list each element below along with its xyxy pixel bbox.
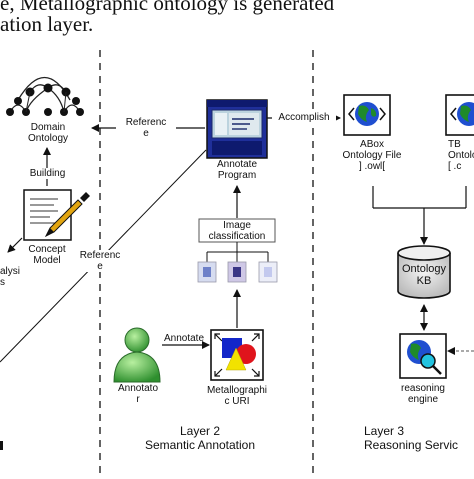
concept-model-label: Concept Model: [28, 244, 66, 266]
caption-line-2: ation layer.: [0, 12, 94, 36]
abox-ontology-file-icon: [343, 94, 391, 136]
annotate-label: Annotate: [163, 333, 205, 344]
reasoning-engine-label: reasoning engine: [401, 383, 445, 405]
reasoning-engine-icon: [399, 333, 447, 379]
metallographic-uri-label: Metallographi c URI: [206, 385, 268, 407]
ontology-kb-label: Ontology KB: [401, 263, 447, 287]
layer-2-title: Layer 2 Semantic Annotation: [144, 424, 256, 452]
analysis-label: alysi s: [0, 266, 21, 288]
annotator-person-icon: [113, 327, 161, 383]
building-edge-label: Building: [20, 168, 75, 179]
edge-mark: [0, 441, 3, 450]
annotate-program-label: Annotate Program: [216, 159, 258, 181]
tbox-ontology-file-icon: [445, 94, 474, 136]
classified-image-3: [258, 261, 278, 283]
ontology-kb-database-icon: [397, 245, 451, 299]
classified-image-2: [227, 261, 247, 283]
domain-ontology-graph-icon: [6, 76, 84, 116]
layer-3-title: Layer 3 Reasoning Servic: [364, 424, 459, 452]
metallographic-uri-icon: [210, 329, 264, 381]
caption-line-1: e, Metallographic ontology is generated: [0, 0, 335, 15]
reference-top-label: Referenc e: [116, 117, 176, 139]
domain-ontology-label: Domain Ontology: [27, 122, 69, 144]
concept-model-document-icon: [23, 189, 90, 241]
annotate-program-window-icon: [206, 99, 268, 159]
tbox-ontology-file-label: TB Ontolo [ .c: [448, 139, 474, 172]
classified-image-1: [197, 261, 217, 283]
abox-ontology-file-label: ABox Ontology File ] .owl[: [342, 139, 402, 172]
accomplish-label: Accomplish: [272, 112, 336, 123]
image-classification-label: Image classification: [208, 220, 266, 242]
reference-left-label: Referenc e: [72, 250, 128, 272]
annotator-label: Annotato r: [117, 383, 159, 405]
concept-to-analysis-arrow: [7, 237, 23, 253]
